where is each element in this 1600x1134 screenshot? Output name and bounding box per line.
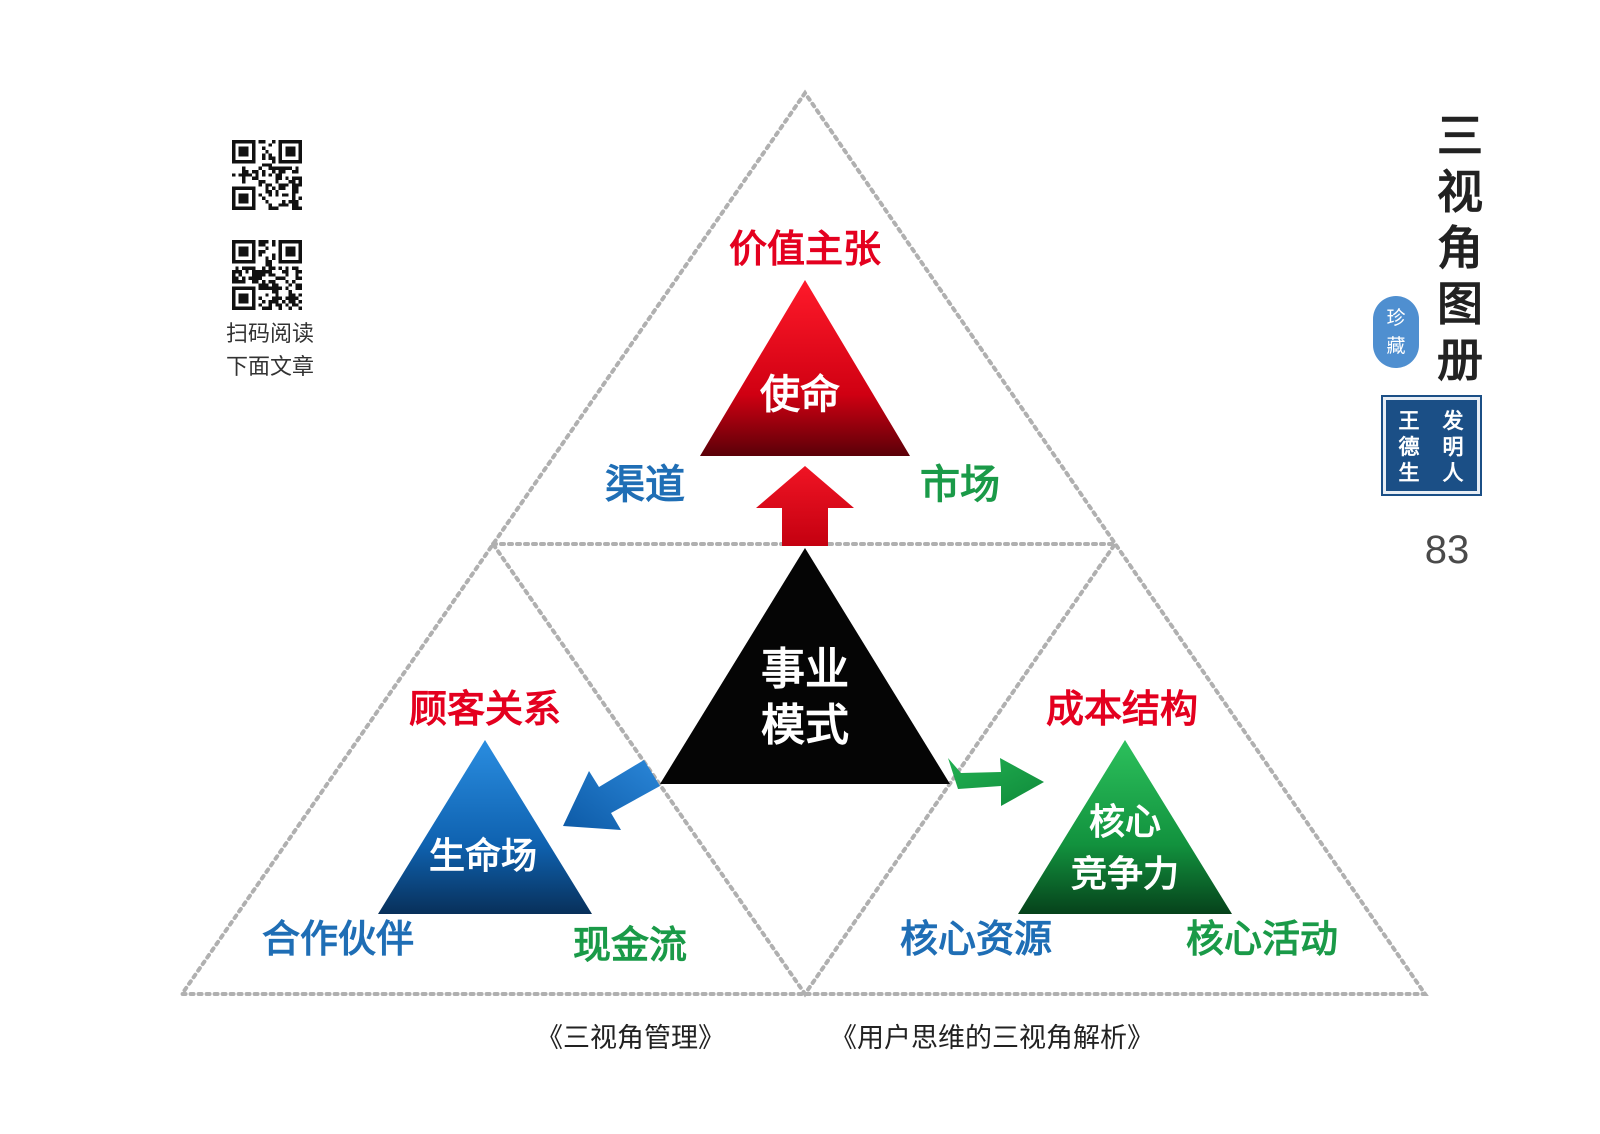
market-label: 市场 [920, 462, 1000, 508]
scan-hint-line2: 下面文章 [225, 355, 314, 380]
customer-relationship-label: 顾客关系 [409, 687, 561, 731]
page-number: 83 [1424, 528, 1470, 572]
business-model-triangle [660, 548, 950, 784]
cost-structure-label: 成本结构 [1046, 687, 1198, 731]
inventor-stamp: 王 德 生 发 明 人 [1381, 395, 1482, 496]
book-title-char: 图 [1437, 277, 1483, 331]
business-model-text-line2: 模式 [761, 700, 849, 751]
core-competence-text-line1: 核心 [1089, 802, 1161, 843]
stamp-column-right: 发 明 人 [1440, 408, 1466, 486]
value-proposition-label: 价值主张 [729, 227, 881, 271]
mission-triangle [700, 280, 910, 456]
channels-label: 渠道 [605, 462, 685, 508]
cash-flow-label: 现金流 [573, 923, 687, 967]
stamp-char: 生 [1398, 461, 1420, 485]
mission-text: 使命 [760, 372, 840, 418]
stamp-char: 明 [1442, 435, 1464, 459]
stamp-char: 王 [1398, 409, 1420, 433]
stamp-char: 人 [1442, 461, 1464, 485]
stamp-char: 德 [1398, 435, 1420, 459]
book-link-left[interactable]: 《三视角管理》 [536, 1023, 725, 1054]
core-competence-triangle [1018, 740, 1232, 914]
seal-char: 珍 [1386, 307, 1406, 329]
book-title-char: 册 [1437, 333, 1483, 387]
qr-code-top[interactable] [232, 140, 302, 210]
arrow-right-green [948, 758, 1044, 806]
book-link-right[interactable]: 《用户思维的三视角解析》 [830, 1023, 1154, 1054]
key-activities-label: 核心活动 [1186, 917, 1338, 961]
key-resources-label: 核心资源 [900, 917, 1052, 961]
book-title: 三 视 角 图 册 [1430, 108, 1490, 388]
core-competence-text-line2: 竞争力 [1071, 854, 1179, 895]
book-title-char: 视 [1437, 165, 1483, 219]
business-model-text-line1: 事业 [761, 644, 849, 695]
life-field-triangle [378, 740, 592, 914]
scan-hint-line1: 扫码阅读 [225, 322, 314, 347]
book-title-char: 三 [1437, 109, 1483, 163]
life-field-text: 生命场 [429, 835, 537, 877]
qr-code-bottom[interactable] [232, 240, 302, 310]
arrow-up-red [756, 466, 854, 546]
arrow-left-blue [563, 760, 660, 830]
partners-label: 合作伙伴 [262, 917, 414, 961]
stamp-column-left: 王 德 生 [1396, 408, 1422, 486]
book-title-char: 角 [1437, 221, 1483, 275]
stamp-char: 发 [1442, 409, 1464, 433]
collection-seal: 珍 藏 [1373, 296, 1419, 368]
scan-hint: 扫码阅读 下面文章 [200, 318, 340, 384]
seal-char: 藏 [1386, 335, 1406, 357]
